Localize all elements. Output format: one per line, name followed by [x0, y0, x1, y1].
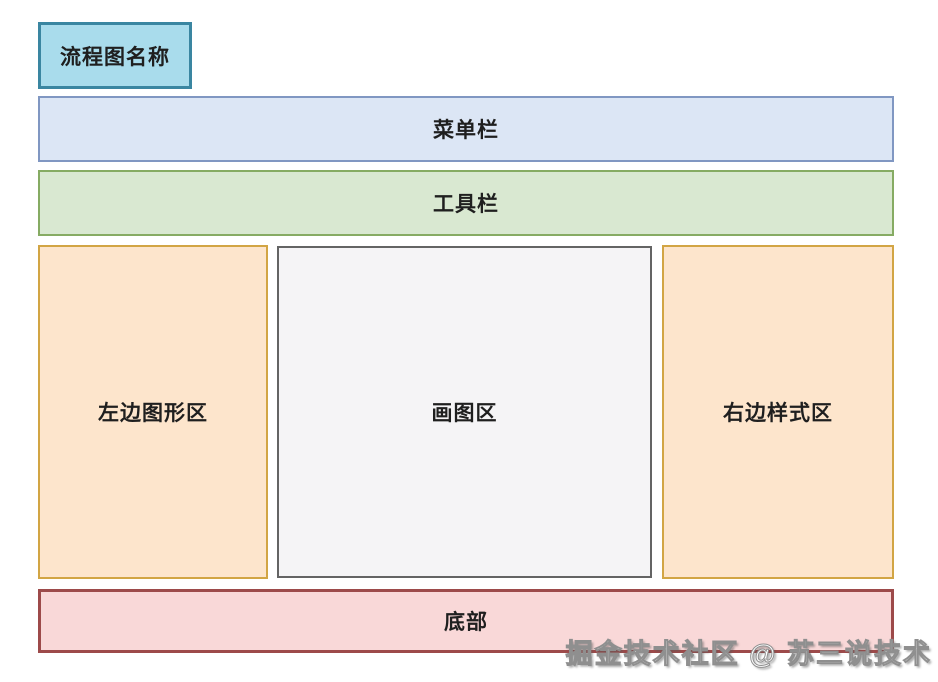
toolbar-label: 工具栏 [433, 193, 499, 216]
left-shapes-panel-region: 左边图形区 [38, 245, 268, 579]
bottom-bar-label: 底部 [444, 611, 488, 634]
bottom-bar-region: 底部 [38, 589, 894, 653]
watermark-text: 掘金技术社区 @ 苏三说技术 [565, 639, 932, 670]
toolbar-region: 工具栏 [38, 170, 894, 236]
left-shapes-panel-label: 左边图形区 [98, 402, 208, 425]
drawing-canvas-region: 画图区 [277, 246, 652, 578]
flowchart-title-box: 流程图名称 [38, 22, 192, 89]
menu-bar-label: 菜单栏 [433, 119, 499, 142]
drawing-canvas-label: 画图区 [431, 402, 498, 425]
flowchart-title-label: 流程图名称 [60, 45, 170, 69]
right-styles-panel-label: 右边样式区 [723, 402, 833, 425]
menu-bar-region: 菜单栏 [38, 96, 894, 162]
right-styles-panel-region: 右边样式区 [662, 245, 894, 579]
